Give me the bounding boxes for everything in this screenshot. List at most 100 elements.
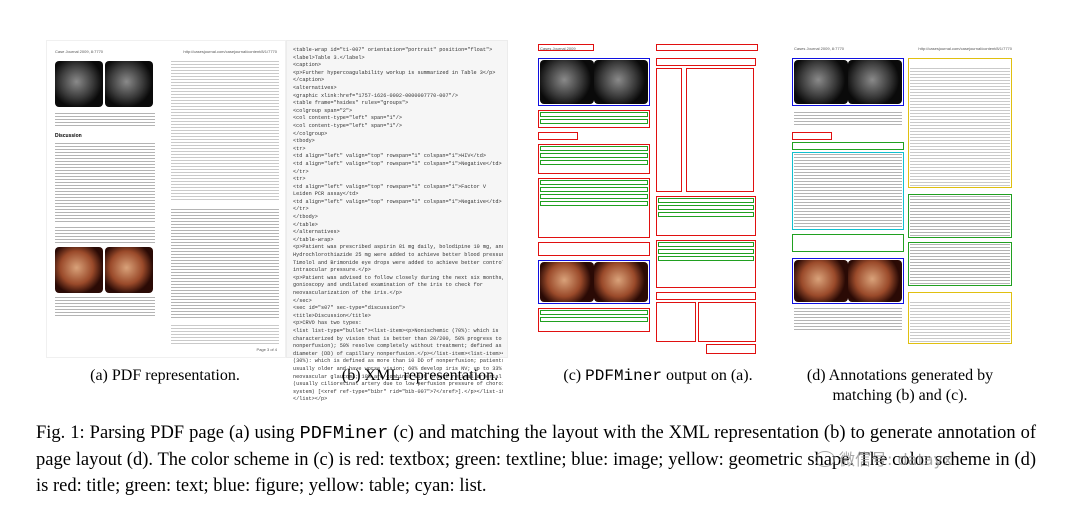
text-annotation — [908, 194, 1012, 238]
fundus-image — [55, 247, 103, 293]
subcaption-c: (c) PDFMiner output on (a). — [548, 366, 768, 386]
textline-outline — [658, 198, 754, 203]
figure-caption-text — [794, 308, 902, 330]
figure-caption-text — [794, 112, 902, 126]
body-text — [910, 196, 1010, 236]
xml-line: </tr> — [293, 206, 309, 213]
page-header-right: http://casesjournal.com/casejournal/cont… — [918, 46, 1012, 51]
fundus-image — [540, 262, 594, 302]
xml-line: system) [<xref ref-type="bibr" rid="bib-… — [293, 388, 503, 395]
xml-line: </table> — [293, 221, 318, 228]
subcaption-c-tool: PDFMiner — [585, 367, 662, 385]
xml-line: intraocular pressure.</p> — [293, 267, 371, 274]
textbox-outline — [656, 196, 756, 236]
xml-line: <caption> — [293, 62, 322, 69]
textbox-outline — [686, 68, 754, 192]
textline-outline — [540, 317, 648, 322]
table — [171, 61, 279, 201]
xml-line: <label>Table 3.</label> — [293, 54, 365, 61]
xml-line: <td align="left" valign="top" rowspan="1… — [293, 153, 487, 160]
textline-outline — [540, 201, 648, 206]
textline-outline — [540, 160, 648, 165]
textbox-outline — [538, 308, 650, 332]
table-annotation — [908, 292, 1012, 344]
body-text — [55, 227, 155, 245]
body-text — [910, 244, 1010, 284]
fundus-image — [848, 260, 902, 302]
page-footer: Page 3 of 4 — [256, 347, 277, 352]
image-outline — [538, 58, 650, 106]
xml-line: </tr> — [293, 168, 309, 175]
xml-line: <td align="left" valign="top" rowspan="1… — [293, 198, 502, 205]
textline-outline — [658, 249, 754, 254]
fundus-image — [794, 260, 848, 302]
textbox-outline — [656, 292, 756, 300]
xml-line: <table-wrap id="t1-007" orientation="por… — [293, 47, 493, 53]
xml-line: <col content-type="left" span="1"/> — [293, 122, 402, 129]
text-annotation — [908, 242, 1012, 286]
xml-line: <table frame="hsides" rules="groups"> — [293, 100, 409, 107]
xml-line: <tr> — [293, 176, 306, 183]
xml-line: characterized by vision that is better t… — [293, 335, 502, 342]
textbox-outline — [656, 68, 682, 192]
xml-line: <graphic xlink:href="1757-1626-0002-0000… — [293, 92, 458, 99]
xml-line: (30%): which is defined as more than 10 … — [293, 358, 503, 365]
textbox-outline — [698, 302, 756, 342]
figure-caption-part2: (c) and matching the layout with the XML… — [36, 423, 1036, 496]
xml-line: diameter (DD) of capillary nonperfusion.… — [293, 350, 503, 357]
xml-line: <td align="left" valign="top" rowspan="1… — [293, 160, 502, 167]
subcaption-d: (d) Annotations generated by matching (b… — [806, 367, 994, 404]
wechat-icon — [815, 451, 835, 467]
fundus-image — [105, 247, 153, 293]
xml-line: <colgroup span="2"> — [293, 107, 353, 114]
textbox-outline — [538, 178, 650, 238]
page-header-left: Case Journal 2009, 8:7770 — [55, 49, 104, 54]
xml-panel: <table-wrap id="t1-007" orientation="por… — [286, 40, 508, 402]
textline-outline — [540, 187, 648, 192]
textbox-outline — [706, 344, 756, 354]
xml-line: <col content-type="left" span="1"/> — [293, 115, 402, 122]
xml-line: <tbody> — [293, 138, 315, 145]
annotation-panel: Cases Journal 2009, 8:7770 http://casesj… — [790, 40, 1016, 358]
figure-annotation — [792, 258, 904, 304]
figure-caption: Fig. 1: Parsing PDF page (a) using PDFMi… — [36, 420, 1036, 499]
xml-line: usually older and have worse vision; 60%… — [293, 365, 503, 372]
xml-line: </table-wrap> — [293, 236, 334, 243]
textbox-outline — [538, 132, 578, 140]
subcaption-c-prefix: (c) — [563, 367, 586, 384]
textbox-outline — [538, 242, 650, 256]
xml-line: <p>Patient was advised to follow closely… — [293, 274, 503, 281]
xml-line: <p>Further hypercoagulability workup is … — [293, 69, 496, 76]
section-heading: Discussion — [55, 133, 82, 139]
watermark: 微信号: datayx — [815, 446, 952, 470]
pdf-page-panel: Case Journal 2009, 8:7770 http://casesjo… — [46, 40, 286, 358]
figure-caption-text — [55, 113, 155, 127]
table — [910, 302, 1010, 342]
xml-line: <alternatives> — [293, 84, 337, 91]
xml-line: nonperfusion); 50% resolve completely wi… — [293, 343, 503, 350]
xml-line: gonioscopy and undilated examination of … — [293, 282, 483, 289]
textline-outline — [540, 194, 648, 199]
retina-image — [594, 60, 648, 104]
xml-line: </list></p> — [293, 396, 328, 403]
textline-outline — [540, 119, 648, 124]
list-annotation — [792, 152, 904, 230]
subcaption-b: (b) XML representation. — [341, 367, 499, 384]
text-annotation — [792, 234, 904, 252]
xml-line: Timolol and Brimonide eye drops were add… — [293, 259, 503, 266]
textline-outline — [540, 146, 648, 151]
textline-outline — [658, 205, 754, 210]
figure-annotation — [792, 58, 904, 106]
xml-line: <list list-type="bullet"><list-item><p>N… — [293, 327, 499, 334]
retina-image — [105, 61, 153, 107]
xml-line: <p>CRVO has two types: — [293, 320, 362, 327]
xml-line: Hydrochlorothiazide 25 mg were added to … — [293, 252, 503, 259]
xml-line: </alternatives> — [293, 229, 340, 236]
xml-line: <td align="left" valign="top" rowspan="1… — [293, 183, 487, 190]
page-header-right: http://casesjournal.com/casejournal/cont… — [183, 49, 277, 54]
page-header-left: Cases Journal 2009, 8:7770 — [794, 46, 845, 51]
textline-outline — [658, 256, 754, 261]
textbox-outline — [538, 44, 594, 51]
xml-line: </caption> — [293, 77, 325, 84]
textbox-outline — [656, 58, 756, 66]
